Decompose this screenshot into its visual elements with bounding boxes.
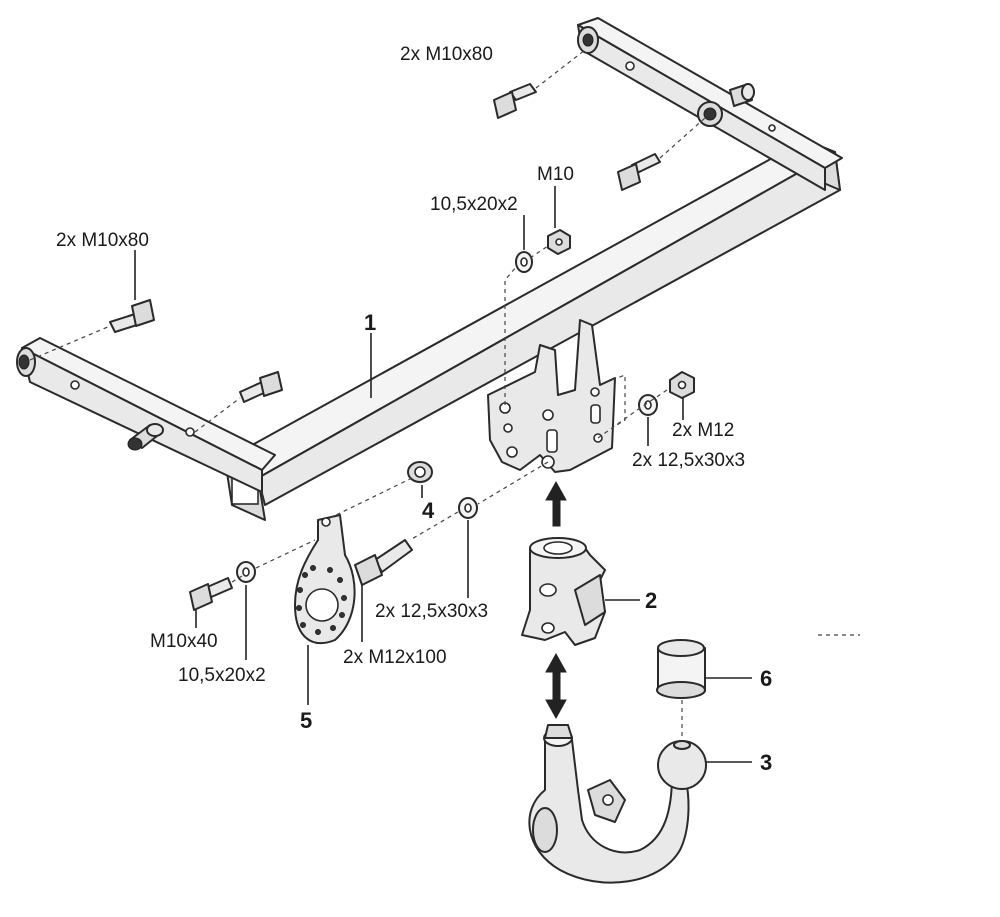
part-number-2: 2 xyxy=(645,588,657,613)
callout-labels: 2x M10x80 2x M10x80 M10 10,5x20x2 2x M12… xyxy=(56,44,772,775)
bolt-left-1 xyxy=(109,299,155,333)
socket-plate xyxy=(294,514,356,645)
part-number-3: 3 xyxy=(760,750,772,775)
washer-top xyxy=(515,251,533,273)
bolt-top-right-1 xyxy=(493,83,537,119)
bolt-m10x40 xyxy=(189,577,233,611)
label-bolt-m12x100: 2x M12x100 xyxy=(343,647,447,668)
bolt-m12x100 xyxy=(354,539,413,586)
part-number-1: 1 xyxy=(364,310,376,335)
part-number-4: 4 xyxy=(422,498,435,523)
washer-bottom xyxy=(236,561,256,583)
washer-right xyxy=(638,394,658,416)
arrow-up xyxy=(545,480,567,527)
right-side-bracket xyxy=(577,17,843,191)
part-number-5: 5 xyxy=(300,708,312,733)
label-bolt-m10x40: M10x40 xyxy=(150,631,218,652)
ball-neck xyxy=(528,724,707,884)
label-nut-m10: M10 xyxy=(537,164,574,185)
nut-m10 xyxy=(547,229,571,255)
crossbar-beam xyxy=(224,139,841,521)
label-washer-mid: 2x 12,5x30x3 xyxy=(375,601,488,622)
washer-mid xyxy=(458,497,478,519)
label-washer-right: 2x 12,5x30x3 xyxy=(632,450,745,471)
left-side-bracket xyxy=(16,337,276,493)
bolt-top-right-2 xyxy=(617,153,661,191)
ball-cap xyxy=(656,639,706,699)
label-bolt-left: 2x M10x80 xyxy=(56,230,149,251)
arrow-double xyxy=(545,652,567,720)
label-washer-top: 10,5x20x2 xyxy=(430,194,518,215)
nut-part-4 xyxy=(407,461,433,483)
bolt-left-2 xyxy=(239,371,283,403)
label-nut-m12: 2x M12 xyxy=(672,420,734,441)
leader-lines xyxy=(134,186,752,763)
assembly-lines xyxy=(29,49,860,740)
receiver-coupling xyxy=(521,537,606,646)
nut-m12 xyxy=(669,371,695,399)
part-number-6: 6 xyxy=(760,666,772,691)
label-bolt-top-right: 2x M10x80 xyxy=(400,44,493,65)
label-washer-bottom: 10,5x20x2 xyxy=(178,665,266,686)
mounting-plate xyxy=(487,319,616,473)
